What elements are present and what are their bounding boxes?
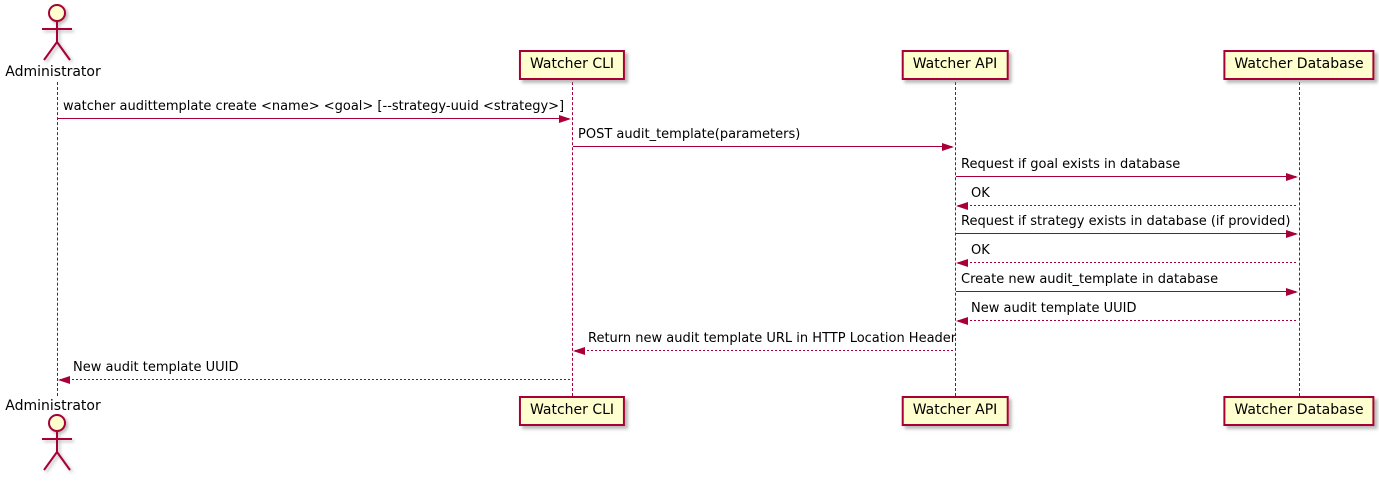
actor-figure-administrator-bottom (35, 412, 79, 478)
message-label-8: Return new audit template URL in HTTP Lo… (588, 331, 957, 346)
message-arrowhead-0 (559, 115, 571, 123)
participant-box-watcher-cli-bottom: Watcher CLI (518, 396, 626, 426)
message-line-7 (958, 320, 1298, 321)
message-line-9 (60, 379, 571, 380)
message-label-2: Request if goal exists in database (961, 157, 1181, 172)
participant-box-watcher-database-bottom: Watcher Database (1223, 396, 1375, 426)
message-label-3: OK (971, 186, 990, 201)
actor-figure-administrator-top (35, 2, 79, 68)
message-arrowhead-9 (58, 376, 70, 384)
message-arrowhead-3 (956, 202, 968, 210)
lifeline-watcher-database (1299, 82, 1300, 396)
message-arrowhead-7 (956, 317, 968, 325)
lifeline-watcher-api (955, 82, 956, 396)
participant-box-watcher-api-bottom: Watcher API (901, 396, 1009, 426)
message-label-1: POST audit_template(parameters) (578, 127, 801, 142)
message-label-9: New audit template UUID (73, 360, 239, 375)
message-line-1 (573, 146, 952, 147)
actor-icon (42, 414, 72, 471)
message-line-4 (956, 233, 1296, 234)
message-arrowhead-4 (1286, 230, 1298, 238)
participant-box-watcher-cli-top: Watcher CLI (518, 50, 626, 80)
lifeline-watcher-cli (572, 82, 573, 396)
message-line-0 (58, 118, 569, 119)
message-label-7: New audit template UUID (971, 301, 1137, 316)
actor-label-administrator-bottom: Administrator (5, 398, 101, 414)
message-label-0: watcher audittemplate create <name> <goa… (63, 99, 565, 114)
message-line-8 (575, 350, 954, 351)
message-line-6 (956, 291, 1296, 292)
message-arrowhead-5 (956, 259, 968, 267)
message-arrowhead-1 (942, 143, 954, 151)
message-line-5 (958, 262, 1298, 263)
message-line-3 (958, 205, 1298, 206)
message-arrowhead-8 (573, 347, 585, 355)
actor-label-administrator-top: Administrator (5, 64, 101, 80)
message-arrowhead-2 (1286, 173, 1298, 181)
participant-box-watcher-database-top: Watcher Database (1223, 50, 1375, 80)
message-label-4: Request if strategy exists in database (… (961, 214, 1291, 229)
lifeline-administrator (57, 82, 58, 396)
message-line-2 (956, 176, 1296, 177)
message-label-5: OK (971, 243, 990, 258)
actor-icon (42, 4, 72, 61)
message-arrowhead-6 (1286, 288, 1298, 296)
participant-box-watcher-api-top: Watcher API (901, 50, 1009, 80)
message-label-6: Create new audit_template in database (961, 272, 1219, 287)
